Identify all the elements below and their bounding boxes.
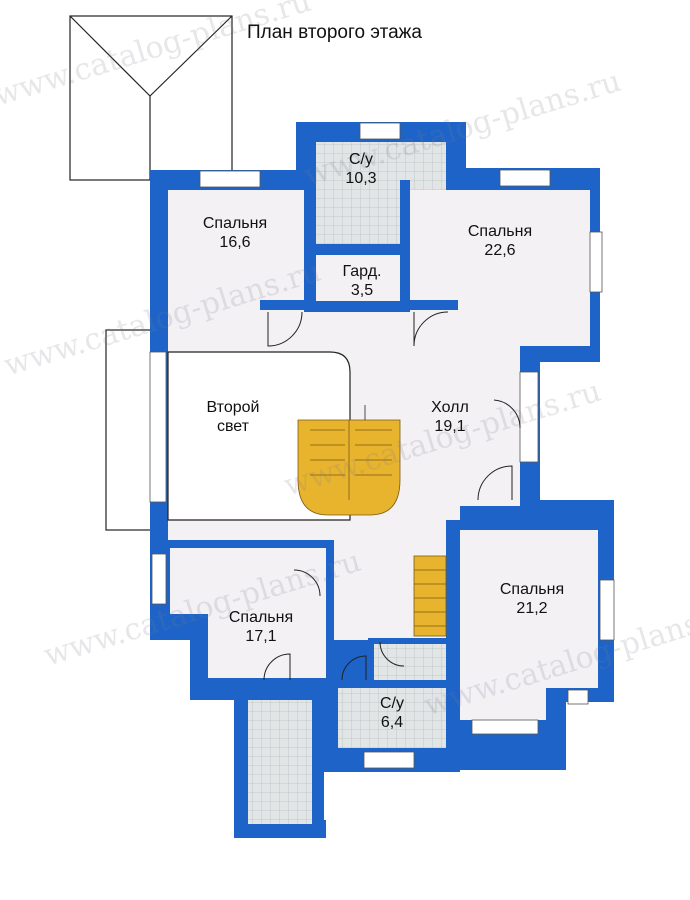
room-area: 16,6: [219, 234, 251, 251]
room-name: С/у: [380, 695, 404, 712]
room-name: Гард.: [342, 263, 382, 280]
room-name: Холл: [431, 399, 469, 416]
room-area: 21,2: [516, 600, 548, 617]
label-bedroom-se: Спальня 21,2: [467, 580, 597, 618]
room-area: 6,4: [380, 714, 404, 731]
room-area: 3,5: [350, 282, 374, 299]
plan-title: План второго этажа: [247, 22, 422, 43]
left-terrace: [105, 329, 159, 531]
label-hall: Холл 19,1: [385, 398, 515, 436]
room-area: 10,3: [345, 170, 377, 187]
room-bedroom-nw: [168, 190, 304, 346]
room-area: 17,1: [245, 628, 277, 645]
label-bedroom-ne: Спальня 22,6: [435, 222, 565, 260]
interior-walls: [160, 142, 460, 720]
room-name: Спальня: [499, 581, 565, 598]
label-bedroom-sw: Спальня 17,1: [196, 608, 326, 646]
label-bath-top: С/у 10,3: [296, 150, 426, 188]
room-name: Спальня: [228, 609, 294, 626]
windows: [149, 122, 615, 769]
room-name: Спальня: [202, 215, 268, 232]
label-wardrobe: Гард. 3,5: [297, 262, 427, 300]
room-name: Второй: [206, 399, 260, 416]
room-bath-bottom: [338, 686, 446, 748]
room-bedroom-sw: [208, 548, 326, 678]
label-bath-bottom: С/у 6,4: [327, 694, 457, 732]
room-bedroom-ne: [410, 190, 590, 346]
room-area: 22,6: [484, 242, 516, 259]
roof-outline: [69, 15, 233, 181]
room-wardrobe: [316, 255, 408, 301]
room-name: Спальня: [467, 223, 533, 240]
room-area: 19,1: [434, 418, 466, 435]
room-area: свет: [216, 418, 249, 435]
doors: [263, 311, 521, 681]
spiral-stair: [297, 405, 401, 516]
label-second-light: Второй свет: [168, 398, 298, 436]
porch: [234, 688, 326, 838]
room-name: С/у: [349, 151, 373, 168]
label-bedroom-nw: Спальня 16,6: [170, 214, 300, 252]
straight-stair: [413, 555, 447, 637]
room-bedroom-se: [460, 530, 598, 720]
